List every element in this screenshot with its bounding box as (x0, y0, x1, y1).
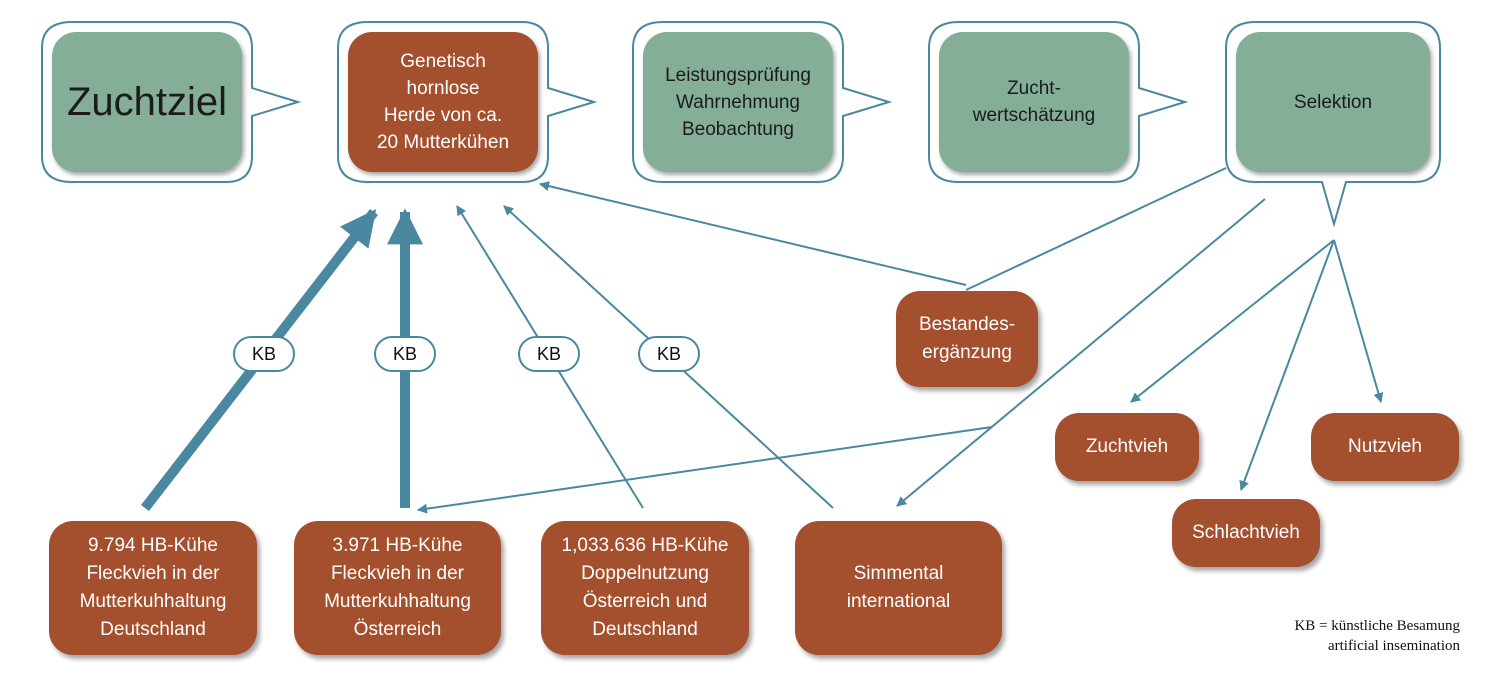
arrow-selektion-to-nutzvieh (1333, 239, 1384, 403)
step-zuchtziel: Zuchtziel (42, 22, 252, 182)
outcome-zuchtvieh: Zuchtvieh (1055, 413, 1199, 481)
kb-pill-de: KB (233, 336, 295, 372)
source-simmental: Simmental international (795, 521, 1002, 655)
step-zuchtwert: Zucht- wertschätzung (929, 22, 1139, 182)
kb-pill-at: KB (374, 336, 436, 372)
arrow-bestand-to-herd (539, 181, 967, 286)
step-herd: Genetisch hornlose Herde von ca. 20 Mutt… (338, 22, 548, 182)
legend-ai: artificial insemination (1327, 638, 1460, 654)
step-selektion-label: Selektion (1236, 32, 1430, 172)
outcome-nutzvieh: Nutzvieh (1311, 413, 1459, 481)
source-dual: 1,033.636 HB-Kühe Doppelnutzung Österrei… (541, 521, 749, 655)
kb-pill-dual: KB (518, 336, 580, 372)
step-leistung-label: Leistungsprüfung Wahrnehmung Beobachtung (643, 32, 833, 172)
outcome-bestand: Bestandes- ergänzung (896, 291, 1038, 387)
step-zuchtwert-label: Zucht- wertschätzung (939, 32, 1129, 172)
outcome-schlachtvieh: Schlachtvieh (1172, 499, 1320, 567)
step-leistung: Leistungsprüfung Wahrnehmung Beobachtung (633, 22, 843, 182)
kb-pill-simmental: KB (638, 336, 700, 372)
arrow-selektion-to-zuchtvieh (1130, 239, 1335, 403)
arrow-selektion-to-schlachtvieh (1239, 239, 1335, 491)
arrow-selektion-to-simmental (896, 198, 1266, 507)
legend-kb: KB = künstliche Besamung (1294, 618, 1460, 634)
source-at: 3.971 HB-Kühe Fleckvieh in der Mutterkuh… (294, 521, 501, 655)
step-herd-label: Genetisch hornlose Herde von ca. 20 Mutt… (348, 32, 538, 172)
arrow-to-at-herd (417, 426, 993, 514)
step-selektion: Selektion (1226, 22, 1440, 182)
source-de: 9.794 HB-Kühe Fleckvieh in der Mutterkuh… (49, 521, 257, 655)
step-zuchtziel-label: Zuchtziel (52, 32, 242, 172)
line-selektion-to-bestand (965, 167, 1227, 291)
legend: KB = künstliche Besamung artificial inse… (1270, 616, 1460, 656)
